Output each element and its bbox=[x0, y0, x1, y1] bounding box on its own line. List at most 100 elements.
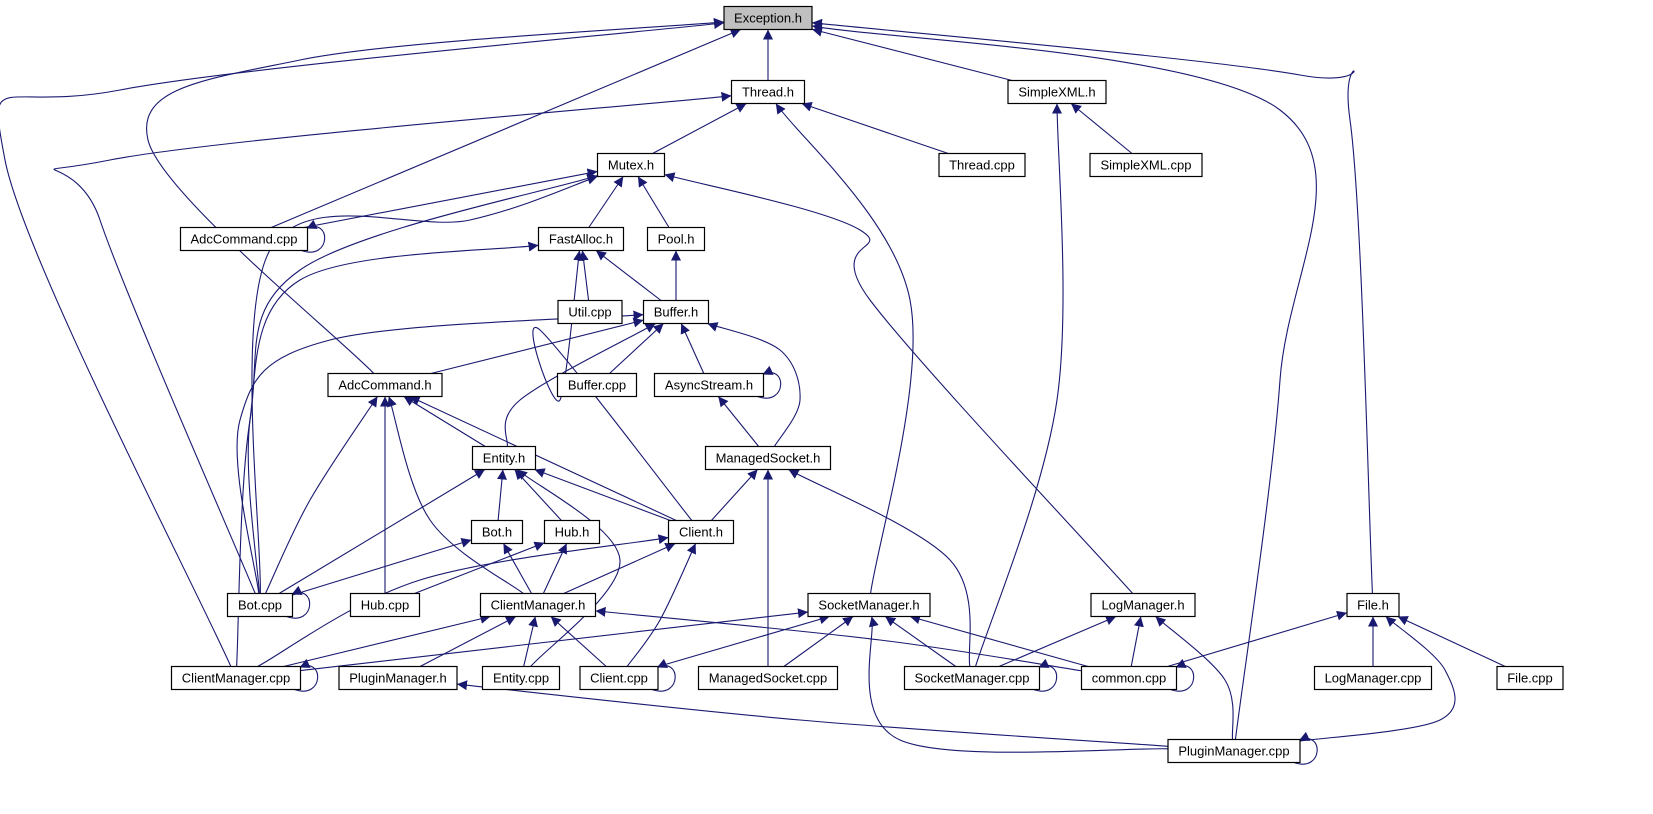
edge-asyncstream-h-to-asyncstream-h bbox=[757, 365, 782, 399]
node-clientmanager-h[interactable]: ClientManager.h bbox=[479, 592, 597, 618]
edge-pluginmanager-cpp-to-file-h bbox=[1299, 616, 1456, 742]
node-exception-h[interactable]: Exception.h bbox=[723, 5, 813, 31]
node-label: Bot.h bbox=[482, 525, 512, 540]
node-file-h[interactable]: File.h bbox=[1346, 592, 1400, 618]
edge-logmanager-h-to-mutex-h bbox=[664, 172, 1134, 594]
node-client-h[interactable]: Client.h bbox=[667, 519, 735, 545]
edge-clientmanager-cpp-to-exception-h bbox=[0, 19, 725, 667]
edge-entity-h-to-buffer-h bbox=[504, 323, 656, 447]
edge-bot-cpp-to-thread-h bbox=[53, 91, 732, 594]
edge-clientmanager-cpp-to-clientmanager-h bbox=[283, 613, 491, 668]
edge-clientmanager-cpp-to-clientmanager-cpp bbox=[294, 658, 319, 692]
edge-common-cpp-to-logmanager-h bbox=[1130, 616, 1144, 667]
node-entity-cpp[interactable]: Entity.cpp bbox=[481, 665, 561, 691]
node-socketmanager-h[interactable]: SocketManager.h bbox=[807, 592, 931, 618]
node-label: Util.cpp bbox=[568, 305, 611, 320]
edge-bot-h-to-entity-h bbox=[496, 469, 507, 521]
node-label: Mutex.h bbox=[608, 158, 654, 173]
node-buffer-cpp[interactable]: Buffer.cpp bbox=[556, 372, 638, 398]
node-managedsocket-h[interactable]: ManagedSocket.h bbox=[704, 445, 832, 471]
node-simplexml-cpp[interactable]: SimpleXML.cpp bbox=[1089, 152, 1203, 178]
node-box bbox=[226, 592, 294, 618]
edge-client-cpp-to-clientmanager-h bbox=[550, 616, 607, 667]
edge-thread-cpp-to-thread-h bbox=[801, 101, 949, 155]
node-label: Thread.h bbox=[742, 85, 794, 100]
node-client-cpp[interactable]: Client.cpp bbox=[579, 665, 659, 691]
edge-common-cpp-to-socketmanager-h bbox=[909, 614, 1089, 668]
node-pool-h[interactable]: Pool.h bbox=[646, 226, 706, 252]
node-label: Entity.h bbox=[483, 451, 525, 466]
node-label: ClientManager.cpp bbox=[182, 671, 290, 686]
node-box bbox=[1007, 79, 1107, 105]
edge-client-cpp-to-client-h bbox=[626, 543, 697, 667]
node-box bbox=[723, 5, 813, 31]
node-label: Client.cpp bbox=[590, 671, 648, 686]
node-box bbox=[697, 665, 839, 691]
edge-adccommand-cpp-to-exception-h bbox=[271, 28, 741, 229]
node-label: LogManager.h bbox=[1101, 598, 1184, 613]
node-util-cpp[interactable]: Util.cpp bbox=[557, 299, 623, 325]
node-adccommand-h[interactable]: AdcCommand.h bbox=[327, 372, 443, 398]
node-adccommand-cpp[interactable]: AdcCommand.cpp bbox=[179, 226, 309, 252]
node-label: SimpleXML.h bbox=[1018, 85, 1095, 100]
node-logmanager-h[interactable]: LogManager.h bbox=[1090, 592, 1196, 618]
node-label: Hub.h bbox=[555, 525, 590, 540]
node-clientmanager-cpp[interactable]: ClientManager.cpp bbox=[170, 665, 302, 691]
node-socketmanager-cpp[interactable]: SocketManager.cpp bbox=[903, 665, 1041, 691]
node-label: AdcCommand.cpp bbox=[191, 232, 298, 247]
node-file-cpp[interactable]: File.cpp bbox=[1496, 665, 1564, 691]
edge-client-cpp-to-client-cpp bbox=[651, 658, 676, 692]
node-common-cpp[interactable]: common.cpp bbox=[1080, 665, 1178, 691]
node-buffer-h[interactable]: Buffer.h bbox=[642, 299, 710, 325]
node-label: Entity.cpp bbox=[493, 671, 549, 686]
node-label: Thread.cpp bbox=[949, 158, 1015, 173]
edge-bot-cpp-to-entity-h bbox=[278, 469, 486, 594]
node-label: FastAlloc.h bbox=[549, 232, 613, 247]
edge-adccommand-cpp-to-mutex-h bbox=[304, 168, 598, 229]
edge-pool-h-to-mutex-h bbox=[637, 176, 670, 228]
node-box bbox=[1080, 665, 1178, 691]
edge-pluginmanager-cpp-to-exception-h bbox=[811, 22, 1317, 740]
edge-socketmanager-h-to-thread-h bbox=[775, 103, 914, 594]
edge-managedsocket-h-to-buffer-h bbox=[707, 322, 801, 447]
node-thread-cpp[interactable]: Thread.cpp bbox=[938, 152, 1026, 178]
node-box bbox=[730, 79, 806, 105]
edge-common-cpp-to-common-cpp bbox=[1170, 658, 1195, 692]
node-entity-h[interactable]: Entity.h bbox=[471, 445, 537, 471]
node-label: Pool.h bbox=[658, 232, 695, 247]
node-box bbox=[667, 519, 735, 545]
edge-file-h-to-exception-h bbox=[811, 18, 1373, 594]
edge-simplexml-cpp-to-simplexml-h bbox=[1070, 103, 1133, 154]
node-label: ManagedSocket.cpp bbox=[709, 671, 828, 686]
edge-common-cpp-to-clientmanager-h bbox=[595, 606, 1082, 672]
node-simplexml-h[interactable]: SimpleXML.h bbox=[1007, 79, 1107, 105]
node-label: AdcCommand.h bbox=[338, 378, 431, 393]
node-hub-h[interactable]: Hub.h bbox=[543, 519, 601, 545]
edge-pluginmanager-cpp-to-logmanager-h bbox=[1155, 616, 1234, 740]
node-hub-cpp[interactable]: Hub.cpp bbox=[349, 592, 421, 618]
node-box bbox=[938, 152, 1026, 178]
node-asyncstream-h[interactable]: AsyncStream.h bbox=[653, 372, 765, 398]
node-bot-h[interactable]: Bot.h bbox=[470, 519, 524, 545]
node-label: LogManager.cpp bbox=[1325, 671, 1422, 686]
node-mutex-h[interactable]: Mutex.h bbox=[596, 152, 666, 178]
node-bot-cpp[interactable]: Bot.cpp bbox=[226, 592, 294, 618]
edge-entity-h-to-adccommand-h bbox=[403, 396, 486, 447]
node-thread-h[interactable]: Thread.h bbox=[730, 79, 806, 105]
edge-bot-cpp-to-fastalloc-h bbox=[247, 241, 539, 594]
edge-simplexml-h-to-exception-h bbox=[811, 26, 1013, 82]
node-box bbox=[1089, 152, 1203, 178]
node-box bbox=[653, 372, 765, 398]
node-pluginmanager-cpp[interactable]: PluginManager.cpp bbox=[1167, 738, 1301, 764]
edge-clientmanager-cpp-to-client-h bbox=[257, 534, 669, 667]
node-managedsocket-cpp[interactable]: ManagedSocket.cpp bbox=[697, 665, 839, 691]
node-pluginmanager-h[interactable]: PluginManager.h bbox=[338, 665, 458, 691]
edge-bot-cpp-to-buffer-h bbox=[236, 310, 644, 594]
edge-client-h-to-adccommand-h bbox=[409, 396, 677, 521]
node-box bbox=[338, 665, 458, 691]
node-label: PluginManager.h bbox=[349, 671, 447, 686]
node-box bbox=[470, 519, 524, 545]
node-fastalloc-h[interactable]: FastAlloc.h bbox=[537, 226, 625, 252]
node-logmanager-cpp[interactable]: LogManager.cpp bbox=[1313, 665, 1433, 691]
